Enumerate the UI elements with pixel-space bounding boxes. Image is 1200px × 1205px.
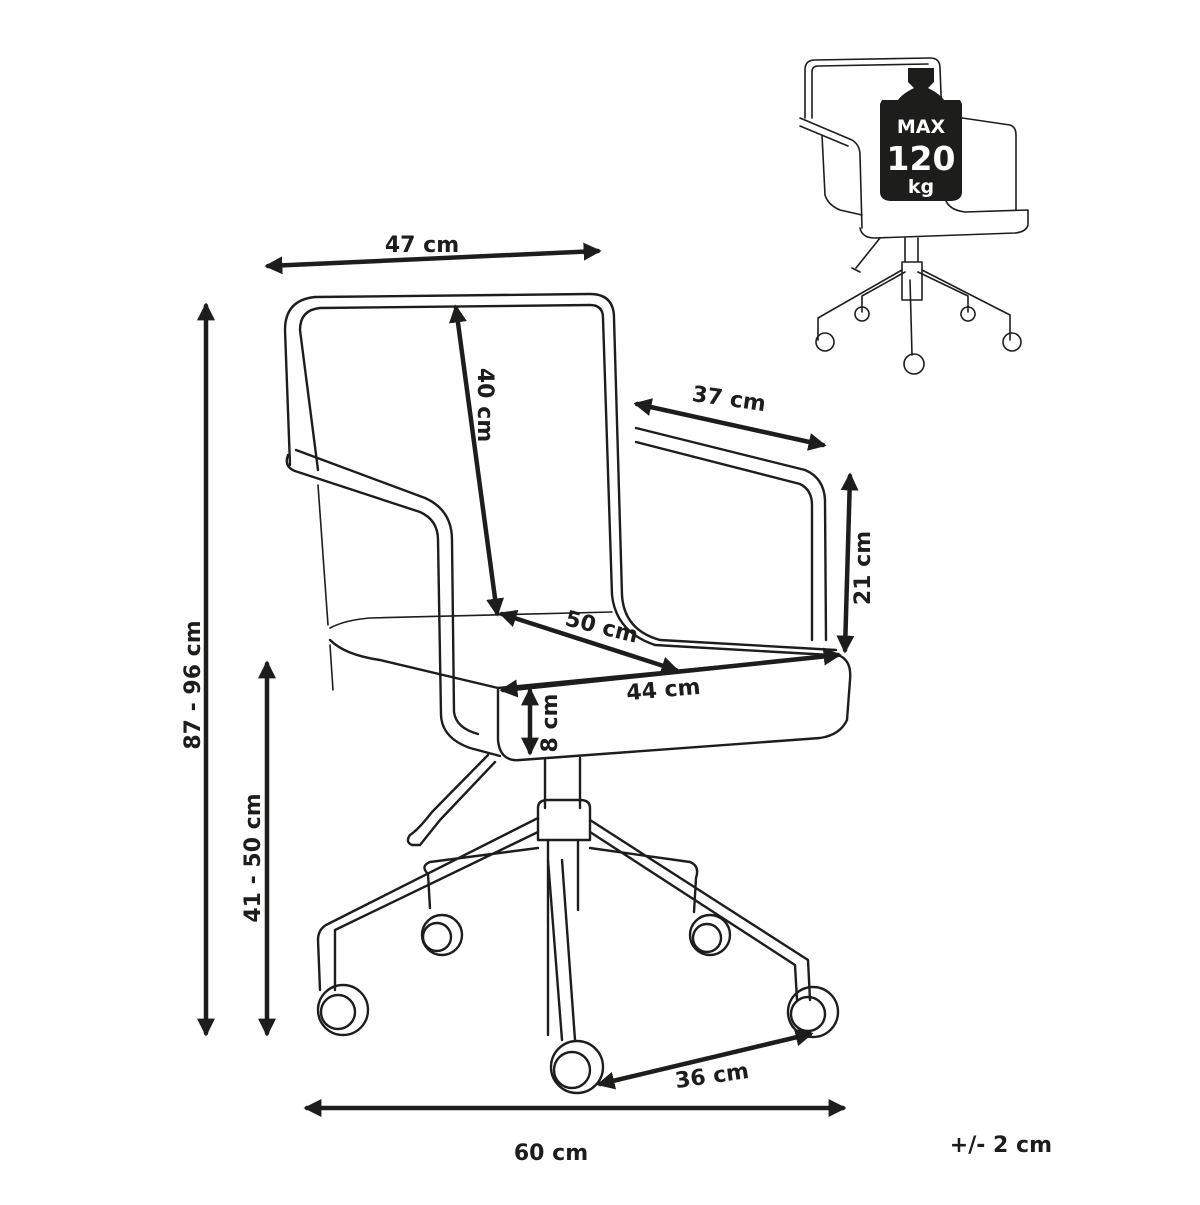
label-base-width: 60 cm [514, 1141, 588, 1166]
arrow-width-top [264, 242, 602, 275]
max-load-badge: MAX 120 kg [880, 68, 962, 201]
tolerance-note: +/- 2 cm [950, 1133, 1052, 1158]
weight-icon [880, 68, 962, 201]
dimension-labels: 47 cm 40 cm 37 cm 21 cm 50 cm 44 cm 8 cm… [181, 233, 1052, 1166]
max-load-line3: kg [908, 176, 934, 198]
label-armrest-height: 21 cm [851, 531, 876, 605]
arrow-seat-width [499, 647, 842, 698]
chair-drawing [283, 292, 852, 1095]
tilt-lever [406, 753, 497, 847]
thumbnail-chair [799, 57, 1029, 375]
arrow-caster-spacing [596, 1028, 814, 1090]
max-load-line1: MAX [897, 116, 946, 138]
label-width-top: 47 cm [385, 233, 459, 258]
arrow-armrest-depth [633, 398, 827, 451]
arrow-backrest-height [448, 304, 505, 617]
dimension-arrows [197, 242, 859, 1117]
label-total-height: 87 - 96 cm [181, 620, 206, 749]
label-seat-width: 44 cm [625, 675, 701, 706]
label-armrest-depth: 37 cm [690, 382, 767, 417]
arrow-armrest-height [836, 472, 859, 654]
max-load-line2: 120 [887, 139, 956, 178]
seat-back-edge [329, 611, 613, 629]
seat-cushion [328, 638, 852, 762]
right-armrest [634, 426, 828, 642]
label-seat-height: 41 - 50 cm [241, 793, 266, 922]
label-seat-thickness: 8 cm [538, 694, 563, 753]
left-armrest [285, 453, 502, 758]
label-backrest-height: 40 cm [472, 368, 497, 442]
base-legs [316, 816, 812, 1042]
